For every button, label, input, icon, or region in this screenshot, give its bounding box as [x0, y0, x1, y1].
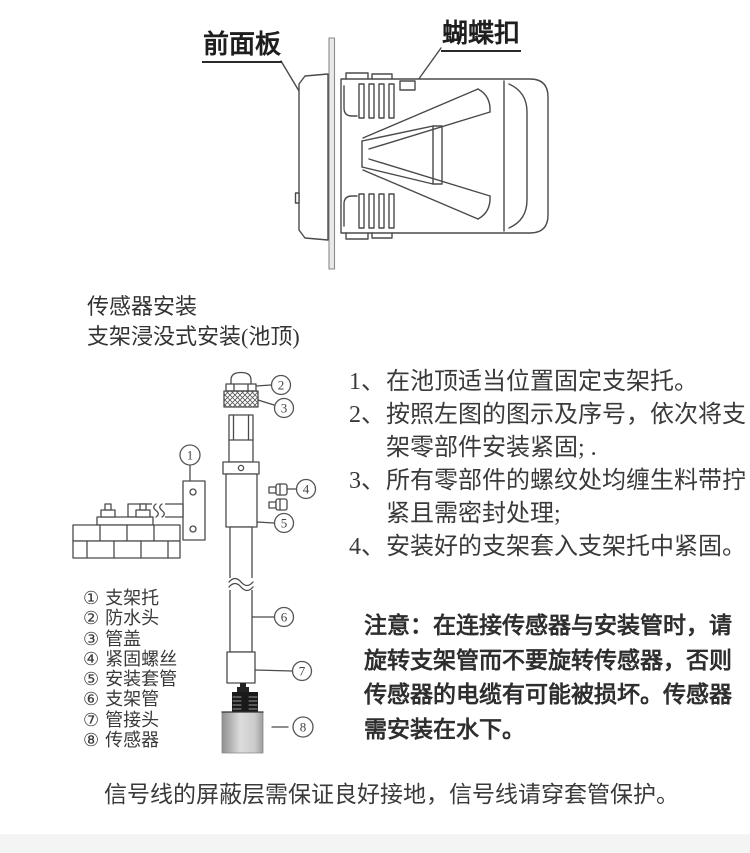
- part-pipe-cap: [223, 390, 259, 408]
- part-fastening-screws: [268, 483, 288, 511]
- butterfly-clip-label: 蝴蝶扣: [441, 19, 522, 52]
- note-line: 旋转支架管而不要旋转传感器，否则: [364, 647, 732, 673]
- callout-leader-lines: [189, 384, 297, 728]
- pool-top-wall: [72, 524, 181, 559]
- parts-item-num: ⑧: [83, 730, 100, 751]
- parts-item-name: 传感器: [105, 730, 160, 751]
- parts-item-num: ⑤: [83, 669, 100, 690]
- section-title-sensor-install: 传感器安装: [87, 294, 198, 319]
- note-line: 注意：在连接传感器与安装管时，请: [364, 613, 732, 638]
- installation-steps: 1、 在池顶适当位置固定支架托。 2、 按照左图的图示及序号，依次将支 架零部件…: [349, 366, 749, 564]
- step-4: 4、 安装好的支架套入支架托中紧固。: [349, 531, 749, 564]
- front-panel-label: 前面板: [202, 30, 283, 63]
- section-title-bracket-install: 支架浸没式安装(池顶): [87, 324, 300, 349]
- parts-item-name: 支架托: [105, 588, 160, 608]
- part-bracket-holder: [96, 480, 206, 541]
- step-1: 1、 在池顶适当位置固定支架托。: [349, 366, 749, 399]
- butterfly-clip-wings: [343, 83, 491, 229]
- callout-numbers: 1 2 3 4 5 6 7 8: [187, 378, 310, 735]
- part-bracket-pipe: [228, 526, 254, 653]
- part-sensor: [221, 683, 264, 754]
- step-text: 安装好的支架套入支架托中紧固。: [386, 534, 746, 560]
- step-text: 紧且需密封处理;: [386, 501, 561, 527]
- step-text: 所有零部件的螺纹处均缠生料带拧: [386, 468, 746, 494]
- callout-5: 5: [281, 516, 288, 531]
- parts-item-num: ③: [83, 628, 100, 649]
- parts-item-name: 安装套管: [105, 669, 178, 690]
- callout-7: 7: [299, 664, 306, 679]
- callout-1: 1: [187, 448, 194, 463]
- controller-body: [340, 72, 549, 240]
- parts-item-name: 管盖: [105, 628, 142, 649]
- parts-item-name: 防水头: [105, 608, 160, 629]
- step-number: 3、: [349, 468, 385, 494]
- step-number: 4、: [349, 534, 385, 560]
- panel-cutout-line: [328, 37, 336, 270]
- parts-item-num: ②: [83, 608, 100, 629]
- step-text: 按照左图的图示及序号，依次将支: [386, 402, 746, 428]
- step-2: 2、 按照左图的图示及序号，依次将支 架零部件安装紧固; .: [349, 399, 749, 465]
- parts-item-name: 紧固螺丝: [105, 648, 178, 669]
- parts-item-num: ④: [83, 648, 100, 669]
- callout-circles: [179, 374, 317, 738]
- callout-8: 8: [300, 720, 307, 735]
- callout-6: 6: [281, 610, 288, 625]
- step-number: 2、: [349, 402, 385, 428]
- note-line: 需安装在水下。: [364, 716, 525, 742]
- part-pipe-joint: [226, 651, 256, 684]
- parts-item-num: ①: [83, 588, 100, 608]
- step-3: 3、 所有零部件的螺纹处均缠生料带拧 紧且需密封处理;: [349, 465, 749, 531]
- caution-note: 注意：在连接传感器与安装管时，请 旋转支架管而不要旋转传感器，否则 传感器的电缆…: [364, 609, 732, 747]
- part-waterproof-head: [225, 371, 257, 392]
- step-text: 架零部件安装紧固; .: [386, 435, 597, 461]
- step-number: 1、: [349, 369, 385, 395]
- parts-item-num: ⑥: [83, 689, 100, 710]
- bracket-assembly-diagram: 1 2 3 4 5 6 7 8: [72, 371, 317, 754]
- parts-item-num: ⑦: [83, 709, 100, 730]
- callout-2: 2: [278, 378, 285, 393]
- parts-item-name: 管接头: [105, 709, 160, 730]
- callout-4: 4: [303, 482, 310, 497]
- step-text: 在池顶适当位置固定支架托。: [386, 369, 698, 395]
- controller-mount-drawing: [280, 37, 549, 270]
- note-line: 传感器的电缆有可能被损坏。传感器: [364, 682, 732, 707]
- page-bottom-margin: [0, 834, 750, 853]
- parts-item-name: 支架管: [105, 689, 160, 710]
- front-bezel: [294, 73, 329, 241]
- part-mounting-sleeve: [222, 414, 260, 528]
- callout-3: 3: [281, 401, 288, 416]
- grounding-note: 信号线的屏蔽层需保证良好接地，信号线请穿套管保护。: [104, 782, 679, 807]
